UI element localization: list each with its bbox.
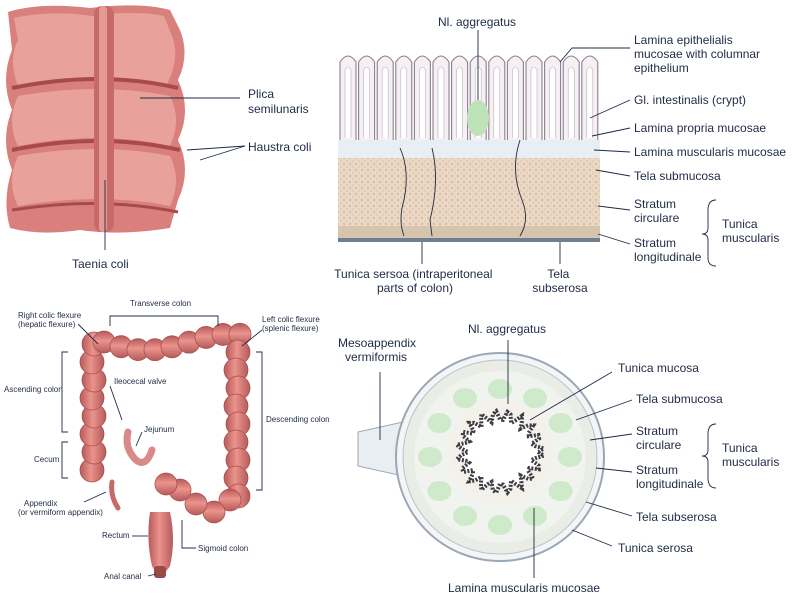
label-taenia-coli: Taenia coli <box>72 257 129 271</box>
label-sigmoid-colon: Sigmoid colon <box>198 544 248 553</box>
panel1-leader-lines <box>104 97 246 250</box>
label-plica-semilunaris: Plica semilunaris <box>248 87 309 116</box>
label-tunica-muscularis-bottom: Tunica muscularis <box>722 441 779 469</box>
label-tela-subserosa-top: Tela subserosa <box>532 267 588 295</box>
label-anal-canal: Anal canal <box>104 572 142 581</box>
descending-colon-segments <box>223 339 251 509</box>
label-ascending-colon: Ascending colon <box>4 385 63 394</box>
label-stratum-circulare-bottom: Stratum circulare <box>636 424 682 452</box>
label-tela-subserosa-bottom: Tela subserosa <box>636 510 717 524</box>
label-stratum-longitudinale: Stratum longitudinale <box>634 236 702 264</box>
label-tunica-mucosa: Tunica mucosa <box>618 361 699 375</box>
colon-interior-illustration <box>6 5 185 233</box>
label-tela-submucosa: Tela submucosa <box>634 169 721 183</box>
label-haustra-coli: Haustra coli <box>248 140 311 154</box>
lymph-nodules <box>418 379 582 535</box>
label-tunica-muscularis: Tunica muscularis <box>722 217 779 245</box>
label-stratum-circulare: Stratum circulare <box>634 197 680 225</box>
label-left-colic-flexure: Left colic flexure (splenic flexure) <box>262 315 322 333</box>
transverse-colon-segments <box>92 322 252 362</box>
label-lamina-muscularis-mucosae-bottom: Lamina muscularis mucosae <box>448 581 600 595</box>
label-lamina-muscularis-mucosae: Lamina muscularis mucosae <box>634 145 786 159</box>
label-descending-colon: Descending colon <box>266 415 330 424</box>
label-tela-submucosa-bottom: Tela submucosa <box>636 392 723 406</box>
label-rectum: Rectum <box>102 531 130 540</box>
label-gl-intestinalis: Gl. intestinalis (crypt) <box>634 93 746 107</box>
sigmoid-colon-segments <box>154 472 242 524</box>
label-cecum: Cecum <box>34 455 60 464</box>
label-nl-aggregatus-top: Nl. aggregatus <box>438 15 516 29</box>
label-lamina-propria: Lamina propria mucosae <box>634 121 766 135</box>
ascending-colon-segments <box>79 331 107 483</box>
panel2-leader-lines <box>421 30 717 267</box>
label-transverse-colon: Transverse colon <box>130 299 191 308</box>
panel4-leader-lines <box>379 340 717 578</box>
label-ileocecal-valve: Ileocecal valve <box>114 377 167 386</box>
appendix-cross-section-illustration <box>357 352 605 562</box>
crypt-row <box>339 55 599 140</box>
large-intestine-illustration <box>79 322 252 578</box>
label-right-colic-flexure: Right colic flexure (hepatic flexure) <box>18 311 83 329</box>
label-tunica-serosa-intraperitoneal: Tunica sersoa (intraperitoneal parts of … <box>334 267 496 295</box>
label-lamina-epithelialis: Lamina epithelialis mucosae with columna… <box>634 33 763 75</box>
label-appendix: Appendix (or vermiform appendix) <box>18 499 103 517</box>
label-nl-aggregatus-bottom: Nl. aggregatus <box>468 322 546 336</box>
label-stratum-longitudinale-bottom: Stratum longitudinale <box>636 463 704 491</box>
label-tunica-serosa: Tunica serosa <box>618 541 693 555</box>
colon-wall-section-illustration <box>338 55 600 242</box>
label-mesoappendix-vermiformis: Mesoappendix vermiformis <box>338 336 419 364</box>
lumen-mucosa-ring <box>452 407 549 497</box>
label-jejunum: Jejunum <box>144 425 175 434</box>
panel3-leader-lines <box>61 315 263 577</box>
